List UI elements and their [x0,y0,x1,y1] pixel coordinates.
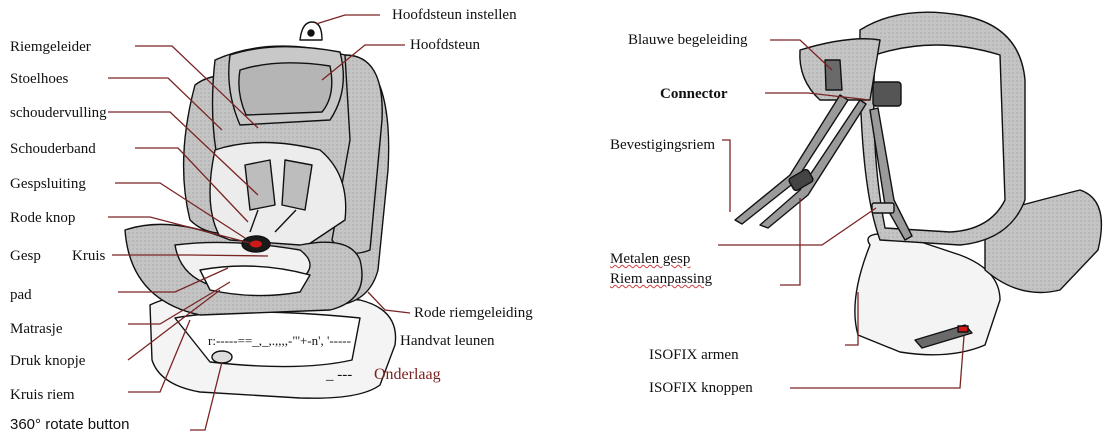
label-hoofdsteun: Hoofdsteun [410,36,480,54]
label-isofix-armen: ISOFIX armen [649,346,739,364]
label-druk-knopje: Druk knopje [10,352,85,370]
label-onderlaag: Onderlaag [374,366,441,384]
shoulder-pad-left [245,160,275,210]
connector-block [873,82,901,106]
label-rode-knop: Rode knop [10,209,75,227]
label-handvat-prefix: r:-----==_,_,.,,,,-"'+-n', '----- [208,332,351,350]
label-riem-aanpassing: Riem aanpassing [610,270,712,288]
label-isofix-knoppen: ISOFIX knoppen [649,379,753,397]
label-blauwe-begeleiding: Blauwe begeleiding [628,31,748,49]
label-stoelhoes: Stoelhoes [10,70,68,88]
label-handvat-leunen: Handvat leunen [400,332,495,350]
right-car-seat [735,12,1101,355]
label-kruis: Kruis [72,247,105,265]
rotate-button [212,351,232,363]
isofix-button [958,326,968,332]
label-hoofdsteun-instellen: Hoofdsteun instellen [392,6,517,24]
label-gespsluiting: Gespsluiting [10,175,86,193]
label-onderlaag-prefix: _ --- [326,366,352,384]
label-pad: pad [10,286,32,304]
label-riemgeleider: Riemgeleider [10,38,91,56]
label-rode-riemgeleiding: Rode riemgeleiding [414,304,533,322]
label-matrasje: Matrasje [10,320,62,338]
label-kruis-riem: Kruis riem [10,386,75,404]
label-connector: Connector [660,85,728,103]
label-metalen-gesp: Metalen gesp [610,250,690,268]
label-schoudervulling: schoudervulling [10,104,107,122]
label-bevestigingsriem: Bevestigingsriem [610,136,715,154]
label-schouderband: Schouderband [10,140,96,158]
inner-cushion [210,143,346,251]
crotch-pad [200,266,310,296]
label-rotate-button: 360° rotate button [10,416,129,434]
label-gesp: Gesp [10,247,41,265]
